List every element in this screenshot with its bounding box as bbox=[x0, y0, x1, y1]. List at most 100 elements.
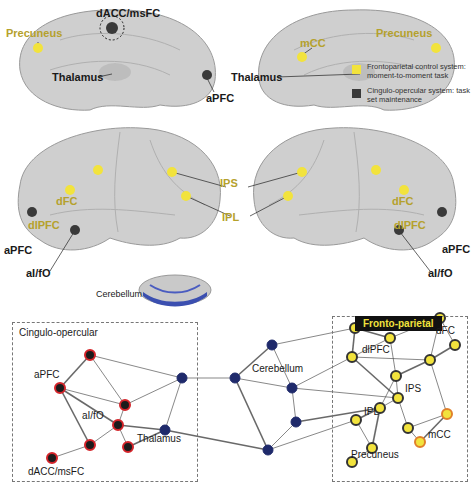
network-graph bbox=[47, 313, 460, 467]
graph-link bbox=[60, 355, 90, 388]
sulcus bbox=[50, 132, 205, 232]
graph-node bbox=[403, 423, 413, 433]
cingulo-dot bbox=[202, 70, 212, 80]
graph-link bbox=[268, 420, 356, 450]
region-label: Precuneus bbox=[6, 28, 62, 39]
frontoparietal-dot bbox=[167, 167, 177, 177]
graph-node bbox=[230, 373, 240, 383]
frontoparietal-dot bbox=[297, 167, 307, 177]
graph-node-label: aI/fO bbox=[82, 411, 104, 421]
frontoparietal-dot bbox=[33, 43, 43, 53]
medial-left-brain bbox=[20, 10, 216, 110]
leader-line bbox=[248, 172, 302, 187]
region-label: Precuneus bbox=[376, 28, 432, 39]
frontoparietal-dot bbox=[431, 43, 441, 53]
graph-link bbox=[52, 445, 90, 458]
region-label: aPFC bbox=[442, 244, 470, 255]
region-label: dFC bbox=[56, 196, 77, 207]
graph-node bbox=[120, 400, 130, 410]
graph-node bbox=[442, 409, 452, 419]
region-label: dlPFC bbox=[28, 220, 60, 231]
group-heading: Fronto-parietal bbox=[355, 316, 442, 331]
cerebellum-view bbox=[139, 275, 211, 307]
graph-link bbox=[268, 422, 296, 450]
leader-line bbox=[50, 232, 74, 271]
cingulo-dot bbox=[106, 22, 118, 34]
graph-link bbox=[296, 408, 380, 422]
graph-node bbox=[47, 453, 57, 463]
frontoparietal-dot bbox=[93, 165, 103, 175]
graph-node bbox=[450, 340, 460, 350]
graph-link bbox=[292, 388, 398, 398]
legend-swatch bbox=[352, 65, 361, 74]
sulcus bbox=[269, 132, 424, 232]
graph-node-label: dlPFC bbox=[362, 345, 390, 355]
cingulo-dot bbox=[70, 225, 80, 235]
graph-link bbox=[408, 414, 447, 428]
graph-link bbox=[235, 378, 292, 388]
graph-node bbox=[425, 355, 435, 365]
group-box: Cingulo-opercular bbox=[12, 322, 198, 482]
graph-node bbox=[415, 437, 425, 447]
graph-link bbox=[60, 388, 118, 425]
cerebellum-region bbox=[150, 285, 200, 293]
graph-node-label: IPL bbox=[364, 407, 379, 417]
frontoparietal-dot bbox=[283, 191, 293, 201]
graph-link bbox=[60, 388, 125, 405]
graph-node bbox=[267, 340, 277, 350]
graph-node bbox=[351, 415, 361, 425]
graph-link bbox=[165, 378, 182, 430]
region-label: aPFC bbox=[4, 245, 32, 256]
region-label: IPL bbox=[222, 212, 239, 223]
graph-node bbox=[291, 417, 301, 427]
graph-node-label: aPFC bbox=[34, 370, 60, 380]
region-label: IPS bbox=[220, 178, 238, 189]
graph-link bbox=[118, 425, 165, 430]
graph-node-label: Thalamus bbox=[137, 434, 181, 444]
group-heading: Cingulo-opercular bbox=[19, 327, 98, 338]
graph-link bbox=[352, 338, 390, 357]
legend-text: Cingulo-opercular system: task set maint… bbox=[367, 86, 472, 105]
graph-link bbox=[125, 378, 182, 405]
region-label: aI/fO bbox=[428, 268, 452, 279]
legend-entry: Cingulo-opercular system: task set maint… bbox=[352, 86, 472, 105]
graph-link bbox=[430, 360, 447, 414]
lateral-right-brain bbox=[254, 128, 456, 250]
graph-node bbox=[287, 383, 297, 393]
graph-node-label: IPS bbox=[405, 384, 421, 394]
graph-node-label: dFC bbox=[436, 326, 455, 336]
leader-line bbox=[277, 74, 360, 77]
graph-node bbox=[391, 371, 401, 381]
graph-node-label: Cerebellum bbox=[252, 364, 303, 374]
brain-outline bbox=[20, 10, 216, 110]
graph-link bbox=[90, 355, 182, 378]
graph-node-label: dACC/msFC bbox=[28, 467, 84, 477]
graph-link bbox=[235, 378, 268, 450]
frontoparietal-dot bbox=[181, 191, 191, 201]
graph-node bbox=[123, 442, 133, 452]
legend-swatch bbox=[352, 89, 361, 98]
frontoparietal-dot bbox=[65, 185, 75, 195]
legend-entry: Frontoparietal control system: moment-to… bbox=[352, 62, 472, 81]
legend-text: Frontoparietal control system: moment-to… bbox=[367, 62, 472, 81]
region-label: aI/fO bbox=[26, 268, 50, 279]
graph-node bbox=[393, 393, 403, 403]
region-label: mCC bbox=[300, 38, 326, 49]
graph-node-label: mCC bbox=[428, 430, 451, 440]
lateral-left-brain bbox=[18, 128, 220, 250]
region-label: Thalamus bbox=[52, 72, 103, 83]
thalamus-shape bbox=[99, 63, 131, 81]
highlight-ring bbox=[100, 16, 124, 40]
graph-link bbox=[352, 357, 430, 360]
brain-outline bbox=[18, 128, 220, 250]
medial-right-brain bbox=[259, 10, 455, 110]
region-label: dACC/msFC bbox=[96, 8, 160, 19]
frontoparietal-dot bbox=[297, 52, 307, 62]
graph-node bbox=[85, 350, 95, 360]
graph-node bbox=[263, 445, 273, 455]
cingulo-dot bbox=[437, 207, 447, 217]
graph-node bbox=[55, 383, 65, 393]
graph-node bbox=[85, 440, 95, 450]
frontoparietal-dot bbox=[371, 165, 381, 175]
